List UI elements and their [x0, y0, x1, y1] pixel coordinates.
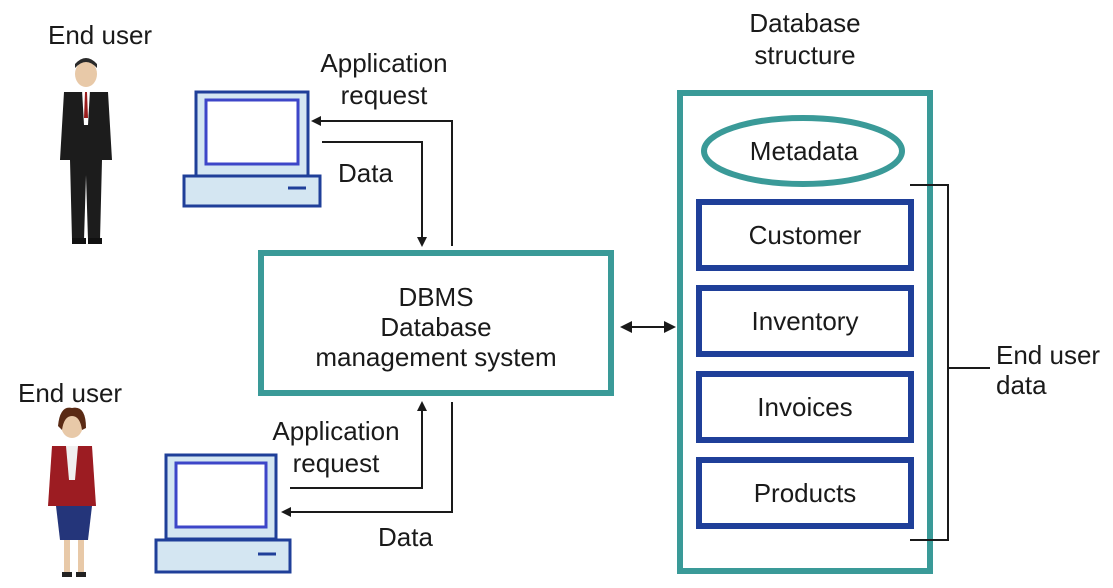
metadata-label: Metadata: [749, 136, 859, 166]
inventory-table-box: [696, 285, 914, 357]
top-end-user-label: End user: [48, 20, 153, 50]
end-user-data-label-line2: data: [996, 370, 1047, 400]
top-request-label-line1: Application: [320, 48, 448, 78]
end-user-woman-icon: [48, 407, 96, 577]
dbms-subtitle-line1: Database: [380, 312, 492, 342]
metadata-ellipse: [701, 115, 905, 187]
inventory-table-label: Inventory: [751, 306, 859, 336]
database-structure-title-line1: Database: [749, 8, 861, 38]
top-request-arrow: [311, 116, 453, 246]
bottom-request-label-line1: Application: [272, 416, 400, 446]
top-data-arrow: [322, 141, 427, 247]
dbms-database-double-arrow: [620, 321, 676, 333]
customer-table-label: Customer: [748, 220, 862, 250]
database-structure-title-line2: structure: [754, 40, 856, 70]
dbms-title: DBMS: [398, 282, 474, 312]
dbms-subtitle-line2: management system: [315, 342, 557, 372]
customer-table-box: [696, 199, 914, 271]
bottom-data-arrow: [281, 402, 453, 517]
products-table-label: Products: [753, 478, 857, 508]
dbms-box: [258, 250, 614, 396]
invoices-table-label: Invoices: [757, 392, 853, 422]
bottom-computer-icon: [154, 453, 292, 574]
products-table-box: [696, 457, 914, 529]
top-data-label: Data: [338, 158, 393, 188]
bottom-request-label-line2: request: [292, 448, 380, 478]
end-user-data-bracket: [910, 184, 990, 541]
invoices-table-box: [696, 371, 914, 443]
bottom-request-arrow: [290, 401, 427, 489]
bottom-data-label: Data: [378, 522, 433, 552]
end-user-man-icon: [60, 58, 112, 244]
top-request-label-line2: request: [340, 80, 428, 110]
bottom-end-user-label: End user: [18, 378, 123, 408]
top-computer-icon: [182, 90, 322, 208]
end-user-data-label-line1: End user: [996, 340, 1101, 370]
